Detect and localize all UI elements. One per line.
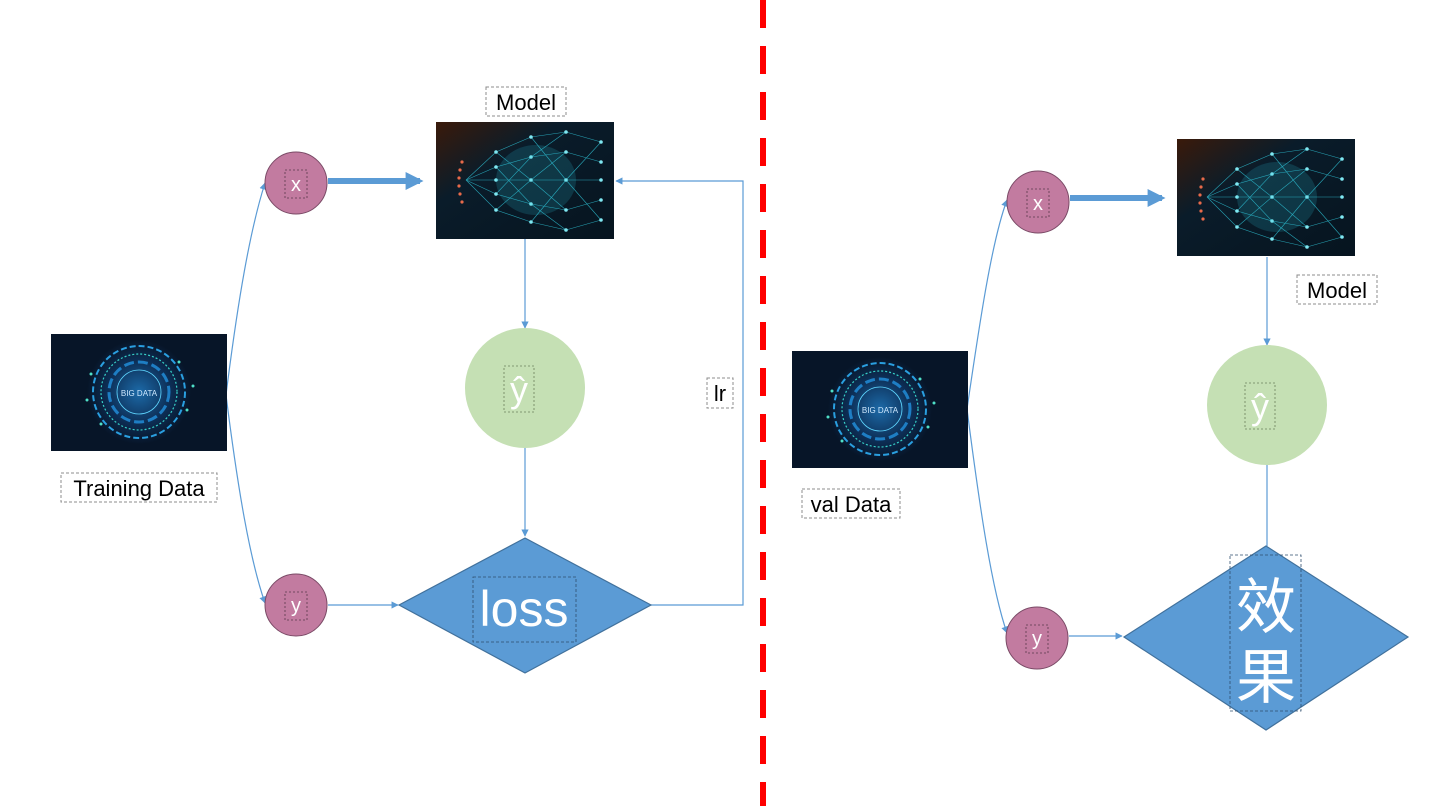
val-y-node-label: y (1032, 628, 1042, 650)
x-node-label: x (291, 174, 301, 196)
result-label-line1: 效 (1236, 573, 1296, 643)
result-decision (1122, 545, 1410, 731)
val-edge-data-to-x (966, 199, 1009, 410)
val-x-node (1006, 170, 1070, 234)
val-yhat-node-text-box (1244, 382, 1276, 430)
val-x-node-label: x (1033, 193, 1043, 215)
edge-data-to-y (225, 394, 267, 604)
val-data-image-text: BIG DATA (862, 406, 899, 415)
val-model-label: Model (1307, 278, 1367, 303)
model-label: Model (496, 90, 556, 115)
result-label-line2: 果 (1236, 643, 1296, 713)
loss-text-box (472, 576, 577, 643)
x-node (264, 151, 328, 215)
val-y-node-text-box (1025, 624, 1049, 654)
edge-loss-feedback-to-model (615, 177, 744, 606)
yhat-node-label: ŷ (510, 369, 528, 410)
y-node-text-box (284, 591, 308, 621)
training-data-image: BIG DATA (49, 332, 229, 453)
lr-label: lr (714, 381, 726, 406)
yhat-node-text-box (503, 365, 535, 413)
loss-decision (397, 537, 653, 674)
y-node-label: y (291, 595, 301, 617)
lr-label-box (706, 377, 734, 409)
training-data-image-text: BIG DATA (121, 389, 158, 398)
val-data-label-box (801, 488, 901, 519)
training-data-label: Training Data (73, 476, 205, 501)
validation-section: BIG DATA val Data Model x y ŷ 效 果 (790, 138, 1410, 731)
y-node (264, 573, 328, 637)
yhat-node (465, 328, 585, 448)
val-edge-data-to-y (966, 408, 1009, 634)
val-yhat-node-label: ŷ (1251, 386, 1269, 427)
val-data-image: BIG DATA (790, 349, 970, 470)
x-node-text-box (284, 169, 308, 199)
model-label-box (485, 86, 567, 117)
val-y-node (1005, 606, 1069, 670)
loss-label: loss (480, 581, 569, 637)
val-model-image (1176, 138, 1356, 257)
result-text-box (1229, 554, 1302, 712)
training-data-label-box (60, 472, 218, 503)
val-yhat-node (1207, 345, 1327, 465)
training-section: BIG DATA Training Data Model x y ŷ loss … (49, 86, 744, 674)
model-image (435, 121, 615, 240)
edge-data-to-x (225, 182, 267, 396)
val-model-label-box (1296, 274, 1378, 305)
val-x-node-text-box (1026, 188, 1050, 218)
val-data-label: val Data (811, 492, 892, 517)
